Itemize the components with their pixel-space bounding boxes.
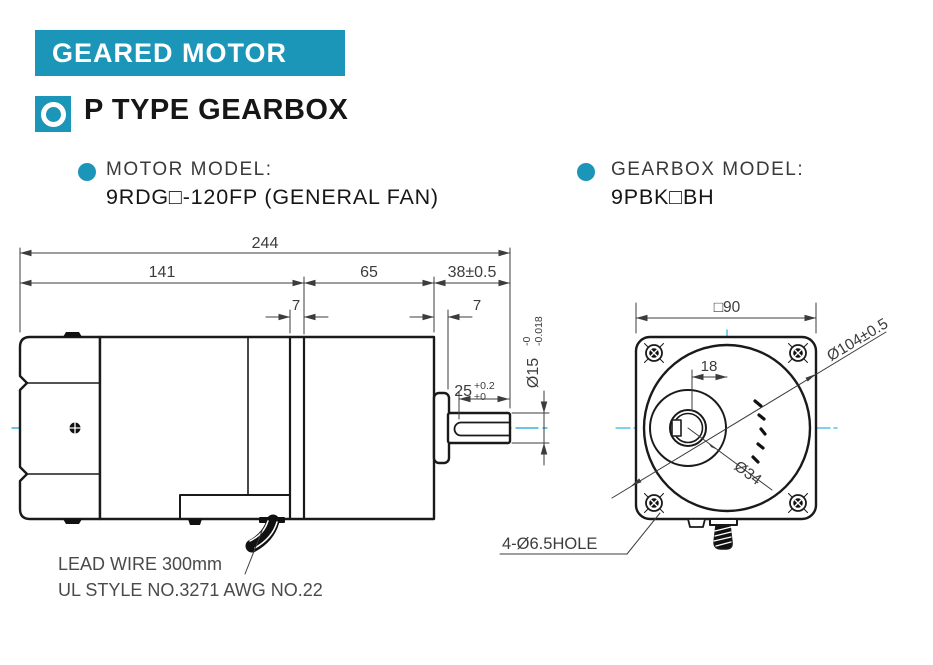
header-banner: GEARED MOTOR: [35, 30, 345, 76]
dim-flat-tol-upper: +0.2: [474, 380, 495, 392]
dim-motor-length: 141: [149, 264, 176, 281]
dim-flat-length: 25: [454, 383, 472, 400]
dim-shaft-dia: Ø15: [525, 358, 542, 388]
wire-strand: [254, 521, 278, 549]
motor-bullet-icon: [78, 163, 96, 181]
boss-circle: [649, 389, 727, 467]
dim-flange-7: 7: [292, 297, 300, 314]
section-title: P TYPE GEARBOX: [84, 94, 349, 126]
fan-cover-top-screw: [63, 332, 82, 337]
dim-corner-dia-group: Ø104±0.5: [824, 315, 891, 365]
corner-screws: [644, 343, 808, 513]
dim-shaft-dia-tol-upper: -0: [521, 337, 533, 346]
screw-hole: [644, 493, 664, 513]
technical-drawing: 244 141 65 38±0.5 7 7 25 +0.2 +0 Ø15 -0 …: [11, 235, 891, 600]
motor-body: [98, 335, 436, 521]
screw-hole: [788, 493, 808, 513]
note-lead-wire: LEAD WIRE 300mm: [58, 554, 222, 574]
boss-dia-arrow: [708, 443, 719, 451]
front-wire-stripes: [713, 526, 732, 547]
dim-gear-length: 65: [360, 264, 378, 281]
dim-holes: 4-Ø6.5HOLE: [502, 535, 597, 553]
fan-cover-bottom-screw: [63, 519, 82, 524]
front-wire-collar: [709, 518, 738, 526]
front-tab: [687, 518, 706, 528]
terminal-box: [179, 494, 291, 520]
gearbox-bullet-icon: [577, 163, 595, 181]
dim-shaft-dia-tol-lower: -0.018: [533, 316, 545, 346]
circle-icon: [40, 101, 66, 127]
dim-corner-dia: Ø104±0.5: [824, 315, 891, 365]
dim-offset: 18: [701, 358, 718, 375]
dim-shaft-dia-group: Ø15 -0 -0.018: [521, 316, 545, 388]
banner-title: GEARED MOTOR: [52, 37, 288, 68]
dim-shaft-total: 38±0.5: [448, 264, 497, 281]
dim-flat-tol-lower: +0: [474, 391, 486, 403]
section-bullet-icon: [35, 96, 71, 132]
dim-square: □90: [714, 299, 741, 316]
dim-boss-7: 7: [473, 297, 481, 314]
screw-hole: [644, 343, 664, 363]
gearbox-model-label: GEARBOX MODEL:: [611, 159, 805, 180]
front-view: □90 18 Ø104±0.5 Ø34 4-Ø6.5HOLE: [499, 299, 891, 555]
side-foot-tab: [188, 519, 202, 525]
side-lead-wire: [245, 514, 280, 553]
side-extension-lines: [19, 247, 550, 444]
gearbox-face-circle: [642, 343, 812, 513]
fan-cover-outline: [18, 335, 102, 521]
stamp-marks: [751, 399, 767, 464]
shaft-boss: [432, 391, 451, 465]
output-shaft: [446, 411, 512, 445]
side-view: 244 141 65 38±0.5 7 7 25 +0.2 +0 Ø15 -0 …: [11, 235, 551, 600]
lead-wire-leader: [244, 530, 263, 575]
dim-overall: 244: [252, 235, 279, 252]
screw-hole: [788, 343, 808, 363]
motor-model-value: 9RDG□-120FP (GENERAL FAN): [106, 185, 439, 209]
front-dimension-lines: [499, 314, 887, 555]
bore-keyway: [671, 419, 682, 437]
shaft-keyway-flat: [453, 421, 511, 437]
dia-arrow-tr: [805, 374, 816, 382]
dia-arrow-bl: [631, 478, 642, 486]
motor-model-label: MOTOR MODEL:: [106, 159, 273, 180]
note-ul-style: UL STYLE NO.3271 AWG NO.22: [58, 580, 323, 600]
side-dimension-lines: [19, 249, 548, 466]
gearbox-model-value: 9PBK□BH: [611, 185, 715, 209]
